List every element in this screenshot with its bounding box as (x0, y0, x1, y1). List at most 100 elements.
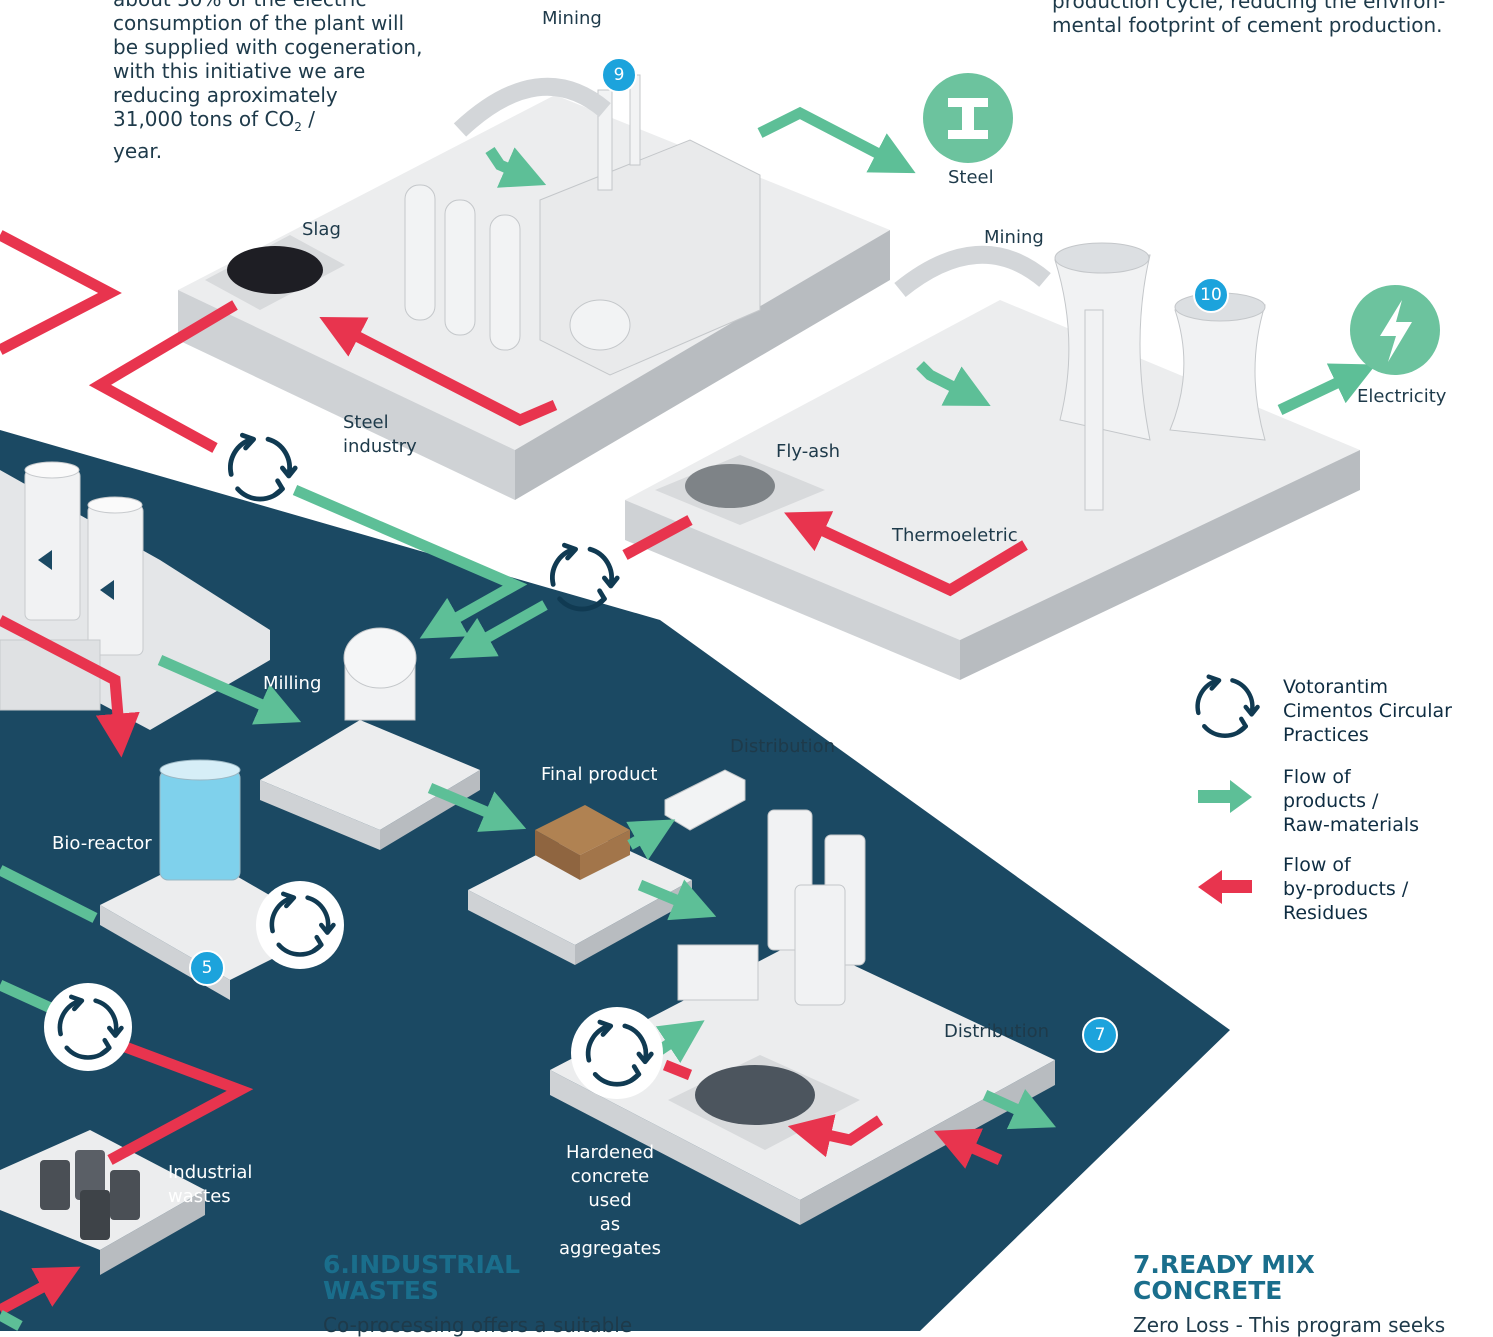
legend-line: Residues (1283, 902, 1368, 924)
steel-works (404, 74, 761, 376)
co2-suffix: / (301, 107, 315, 131)
milling-dome (343, 627, 417, 721)
intro-paragraph: about 30% of the electric consumption of… (113, 0, 443, 163)
intro-line: be supplied with cogeneration, (113, 35, 423, 59)
industrial-wastes-body: Co-processing offers a suitable (323, 1313, 633, 1337)
milling-platform (260, 720, 480, 850)
label-line: Industrial (168, 1162, 253, 1183)
product-flow-line (427, 782, 527, 832)
legend-red-arrow-icon (1198, 870, 1252, 904)
product-flow-line (157, 654, 302, 725)
heading-industrial-wastes: 6.INDUSTRIAL WASTES (323, 1252, 520, 1304)
cement-bags (535, 805, 630, 880)
product-flow-line (449, 600, 548, 659)
residue-flow-line (933, 1128, 1003, 1169)
electricity-icon (1350, 285, 1440, 375)
label-line: wastes (168, 1186, 231, 1207)
cooling-towers (1054, 242, 1266, 511)
product-flow-line (292, 484, 528, 639)
paragraph-line: mental footprint of cement production. (1052, 13, 1443, 37)
badge-5: 5 (189, 950, 225, 986)
label-mining-steel: Mining (542, 8, 602, 29)
intro-line: about 30% of the electric (113, 0, 443, 11)
label-thermoelectric: Thermoeletric (892, 525, 1018, 546)
steel-icon (923, 73, 1013, 163)
ready-mix-silos (677, 809, 866, 1006)
heading-line: CONCRETE (1133, 1276, 1283, 1305)
label-bio-reactor: Bio-reactor (52, 833, 152, 854)
top-right-paragraph: production cycle, reducing the environ- … (1052, 0, 1482, 37)
residue-flow-line (319, 316, 558, 427)
product-flow-line (485, 146, 547, 188)
label-milling: Milling (263, 673, 322, 694)
legend-line: Flow of (1283, 766, 1351, 788)
residue-flow-line (622, 515, 693, 560)
residue-flow-lines (0, 230, 1028, 1315)
thermoelectric-platform (625, 300, 1360, 680)
intro-line: consumption of the plant will (113, 11, 405, 35)
residue-flow-line (0, 1266, 81, 1315)
label-electricity: Electricity (1357, 386, 1447, 407)
residue-flow-line (0, 230, 122, 355)
badge-7: 7 (1082, 1017, 1118, 1053)
residue-flow-line (787, 1114, 884, 1158)
label-steel-industry: Steel industry (343, 411, 417, 459)
badge-10: 10 (1193, 277, 1229, 313)
residue-flow-line (0, 615, 140, 758)
heading-line: 6.INDUSTRIAL (323, 1250, 521, 1279)
residue-flow-line (662, 1059, 693, 1081)
product-flow-line (0, 979, 58, 1016)
legend-line: products / (1283, 790, 1379, 812)
label-line: Steel (343, 412, 389, 433)
legend-line: Practices (1283, 724, 1369, 746)
ready-mix-body: Zero Loss - This program seeks (1133, 1313, 1446, 1337)
circular-practices-icon (230, 435, 295, 499)
product-flow-line (0, 1310, 23, 1331)
residue-flow-line (107, 1039, 254, 1165)
co2-subscript: 2 (294, 120, 302, 134)
legend-products-flow-label: Flow of products / Raw-materials (1283, 765, 1419, 837)
label-final-product: Final product (541, 764, 658, 785)
slag-pile (205, 235, 345, 310)
product-flow-line (626, 819, 676, 861)
product-flow-line (1277, 363, 1376, 415)
intro-line: with this initiative we are (113, 59, 366, 83)
residue-flow-line (88, 300, 238, 453)
legend-line: Votorantim (1283, 676, 1388, 698)
label-distribution-bottom: Distribution (944, 1021, 1050, 1042)
legend-circular-practices-label: Votorantim Cimentos Circular Practices (1283, 675, 1452, 747)
mining-terraces (453, 77, 1051, 298)
heading-ready-mix-concrete: 7.READY MIX CONCRETE (1133, 1252, 1315, 1304)
product-flow-line (637, 879, 717, 921)
legend-line: Cimentos Circular (1283, 700, 1452, 722)
legend-line: by-products / (1283, 878, 1409, 900)
product-flow-lines (0, 106, 1376, 1331)
legend-line: Flow of (1283, 854, 1351, 876)
label-steel: Steel (948, 167, 994, 188)
co2-prefix: 31,000 tons of CO (113, 107, 295, 131)
residue-flow-line (784, 511, 1028, 597)
product-flow-line (982, 1089, 1057, 1130)
aggregate-pile (668, 1055, 860, 1150)
product-flow-line (655, 1020, 705, 1063)
label-mining-thermo: Mining (984, 227, 1044, 248)
heading-line: 7.READY MIX (1133, 1250, 1315, 1279)
heading-line: WASTES (323, 1276, 439, 1305)
label-line: concrete used (570, 1166, 650, 1211)
label-line: industry (343, 436, 417, 457)
legend-line: Raw-materials (1283, 814, 1420, 836)
legend-residues-flow-label: Flow of by-products / Residues (1283, 853, 1408, 925)
paragraph-line: production cycle, reducing the environ- (1052, 0, 1446, 13)
label-line: Hardened (565, 1142, 655, 1163)
product-flow-line (0, 865, 98, 923)
product-flow-line (916, 361, 991, 407)
label-fly-ash: Fly-ash (776, 441, 841, 462)
intro-co2-line: 31,000 tons of CO2 / (113, 107, 443, 139)
bioreactor-tank (159, 759, 241, 881)
badge-9: 9 (601, 57, 637, 93)
intro-line: reducing aproximately (113, 83, 338, 107)
product-flow-line (757, 106, 916, 174)
cement-plant (0, 461, 270, 730)
fly-ash-pile (655, 455, 825, 525)
